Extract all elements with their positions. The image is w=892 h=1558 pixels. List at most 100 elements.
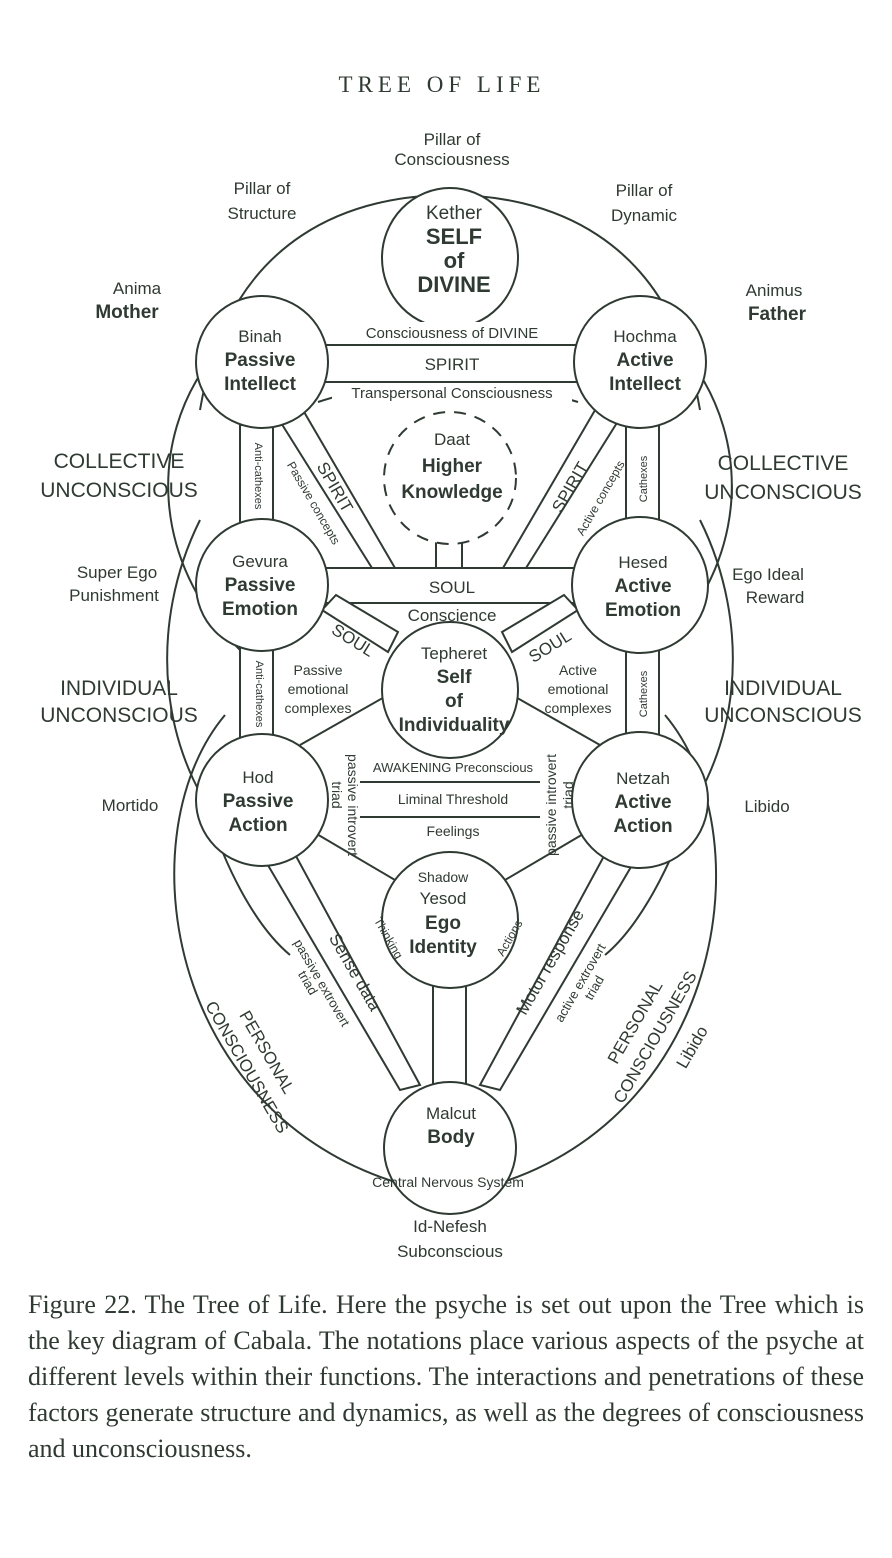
- netzah-name: Netzah: [616, 769, 670, 788]
- superego-line1: Super Ego: [77, 563, 157, 582]
- label-anti-cathexes-bottom: Anti-cathexes: [253, 661, 265, 728]
- label-consciousness-divine: Consciousness of DIVINE: [366, 325, 539, 342]
- individual-right-line1: INDIVIDUAL: [724, 677, 842, 700]
- individual-left-line1: INDIVIDUAL: [60, 677, 178, 700]
- path-hesed-tepheret: [500, 593, 580, 654]
- malcut-line1: Body: [427, 1127, 475, 1148]
- active-emotional-line3: complexes: [545, 700, 612, 716]
- label-conscience: Conscience: [408, 606, 497, 625]
- binah-circle: [195, 295, 329, 429]
- collective-right-line1: COLLECTIVE: [718, 452, 849, 475]
- tepheret-circle: [381, 621, 519, 759]
- subconscious-label: Subconscious: [397, 1242, 503, 1261]
- tree-of-life-diagram: TREE OF LIFE: [40, 72, 862, 1261]
- path-gevura-hod: [239, 644, 274, 746]
- hesed-name: Hesed: [618, 553, 667, 572]
- tepheret-name: Tepheret: [421, 644, 487, 663]
- hod-line1: Passive: [223, 791, 294, 812]
- egoideal-line1: Ego Ideal: [732, 565, 804, 584]
- path-hochma-hesed: [625, 424, 660, 526]
- path-tepheret-hod: [299, 694, 389, 746]
- liminal-lines: [360, 781, 540, 818]
- kether-line3: DIVINE: [417, 272, 490, 297]
- malcut-circle: [383, 1081, 517, 1215]
- passive-emotional-line3: complexes: [285, 700, 352, 716]
- label-spirit-horizontal: SPIRIT: [425, 355, 480, 374]
- gevura-line1: Passive: [225, 575, 296, 596]
- path-hod-yesod: [309, 829, 396, 881]
- path-tepheret-netzah: [511, 694, 601, 746]
- label-liminal: Liminal Threshold: [398, 791, 508, 807]
- transpersonal-bg: [332, 383, 572, 403]
- daat-name: Daat: [434, 430, 470, 449]
- collective-left-line1: COLLECTIVE: [54, 450, 185, 473]
- netzah-line2: Action: [613, 816, 672, 837]
- path-gevura-tepheret: [320, 593, 400, 654]
- pillar-structure-line1: Pillar of: [234, 179, 291, 198]
- pillar-labels: Pillar of Consciousness Pillar of Struct…: [228, 130, 678, 225]
- hod-name: Hod: [242, 768, 273, 787]
- active-emotional-line1: Active: [559, 662, 597, 678]
- egoideal-line2: Reward: [746, 588, 805, 607]
- id-nefesh-label: Id-Nefesh: [413, 1217, 487, 1236]
- hochma-name: Hochma: [613, 327, 677, 346]
- label-awakening: AWAKENING Preconscious: [373, 760, 534, 775]
- side-labels: Anima Mother Animus Father COLLECTIVE UN…: [40, 279, 862, 816]
- yesod-line1: Ego: [425, 913, 461, 934]
- label-animus: Animus: [746, 281, 803, 300]
- label-libido: Libido: [744, 797, 789, 816]
- hod-circle: [195, 733, 329, 867]
- hochma-line1: Active: [616, 350, 673, 371]
- label-cathexes-top: Cathexes: [638, 455, 650, 502]
- tepheret-line1: Self: [437, 667, 473, 688]
- binah-line1: Passive: [225, 350, 296, 371]
- hochma-circle: [573, 295, 707, 429]
- label-feelings: Feelings: [427, 823, 480, 839]
- yesod-line2: Identity: [409, 937, 477, 958]
- binah-line2: Intellect: [224, 374, 296, 395]
- kether-name: Kether: [426, 203, 483, 224]
- pillar-consciousness-line2: Consciousness: [394, 150, 509, 169]
- netzah-circle: [571, 731, 709, 869]
- yesod-pre: Shadow: [418, 869, 469, 885]
- hesed-line1: Active: [614, 576, 671, 597]
- tepheret-line3: Individuality: [399, 715, 510, 736]
- hochma-line2: Intellect: [609, 374, 681, 395]
- superego-line2: Punishment: [69, 586, 159, 605]
- label-anima: Anima: [113, 279, 162, 298]
- daat-line2: Knowledge: [401, 482, 502, 503]
- sephirot: [195, 187, 709, 1215]
- pillar-dynamic-line1: Pillar of: [616, 181, 673, 200]
- passive-introvert-left-line1: passive introvert: [345, 754, 361, 856]
- consciousness-divine-bg: [342, 322, 556, 342]
- path-yesod-malcut: [432, 984, 467, 1086]
- passive-introvert-right-line1: passive introvert: [543, 754, 559, 856]
- label-cathexes-bottom: Cathexes: [638, 670, 650, 717]
- daat-line1: Higher: [422, 456, 483, 477]
- sephirot-labels: Kether SELF of DIVINE Binah Passive Inte…: [222, 203, 682, 1148]
- gevura-name: Gevura: [232, 552, 288, 571]
- yesod-name: Yesod: [420, 889, 467, 908]
- label-cns: Central Nervous System: [372, 1174, 524, 1190]
- hod-line2: Action: [228, 815, 287, 836]
- diagram-title: TREE OF LIFE: [339, 72, 546, 97]
- daat-circle: [383, 411, 517, 545]
- label-anti-cathexes-top: Anti-cathexes: [252, 443, 264, 510]
- label-soul-horizontal: SOUL: [429, 578, 475, 597]
- personal-left-arc: [173, 714, 451, 1196]
- collective-left-line2: UNCONSCIOUS: [40, 479, 198, 502]
- pillar-dynamic-line2: Dynamic: [611, 206, 678, 225]
- hesed-circle: [571, 516, 709, 654]
- path-hesed-netzah: [625, 644, 660, 746]
- label-transpersonal: Transpersonal Consciousness: [351, 385, 552, 402]
- netzah-line1: Active: [614, 792, 671, 813]
- kether-line2: of: [444, 248, 465, 273]
- tepheret-line2: of: [445, 691, 464, 712]
- collective-right-line2: UNCONSCIOUS: [704, 481, 862, 504]
- yesod-circle: [381, 851, 519, 989]
- gevura-circle: [195, 518, 329, 652]
- pillar-consciousness-line1: Pillar of: [424, 130, 481, 149]
- passive-introvert-left-line2: triad: [329, 781, 345, 808]
- malcut-name: Malcut: [426, 1104, 476, 1123]
- binah-name: Binah: [238, 327, 281, 346]
